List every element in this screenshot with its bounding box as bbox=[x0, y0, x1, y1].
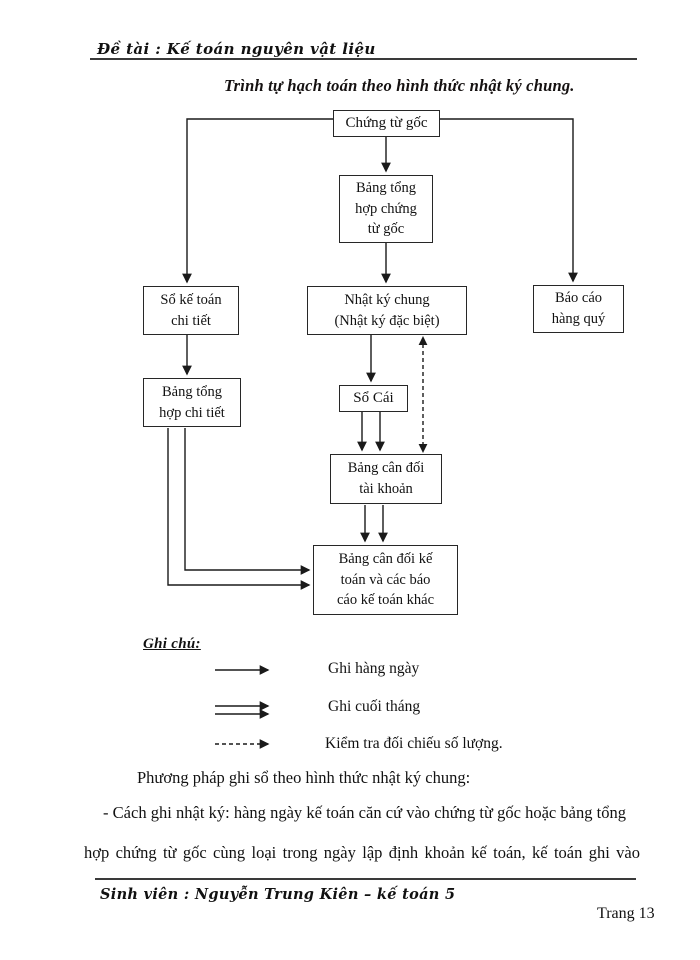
box-so-ke-toan-chi-tiet: Sổ kế toán chi tiết bbox=[143, 286, 239, 335]
paragraph-line-1: Phương pháp ghi sổ theo hình thức nhật k… bbox=[137, 768, 471, 787]
box-so-cai: Sổ Cái bbox=[339, 385, 408, 412]
footer-rule bbox=[95, 878, 636, 880]
arrow-detail-summary-to-statements-2 bbox=[167, 428, 311, 590]
box-nhat-ky-chung: Nhật ký chung (Nhật ký đặc biệt) bbox=[307, 286, 467, 335]
footer-page-number: Trang 13 bbox=[597, 905, 655, 922]
box-bang-tong-hop-chi-tiet: Bảng tổng hợp chi tiết bbox=[143, 378, 241, 427]
box-bang-can-doi-tai-khoan: Bảng cân đối tài khoản bbox=[330, 454, 442, 504]
footer-student: Sinh viên : Nguyễn Trung Kiên – kế toán … bbox=[100, 886, 456, 903]
paragraph-line-2: - Cách ghi nhật ký: hàng ngày kế toán că… bbox=[103, 803, 626, 822]
paragraph-line-3: hợp chứng từ gốc cùng loại trong ngày lậ… bbox=[84, 843, 640, 862]
arrow-source-to-quarterly-report bbox=[440, 118, 578, 283]
doc-header-title: Đề tài : Kế toán nguyên vật liệu bbox=[97, 40, 376, 58]
box-bao-cao-hang-quy: Báo cáo hàng quý bbox=[533, 285, 624, 333]
header-rule bbox=[90, 58, 637, 60]
dashed-check-arrowhead-up bbox=[418, 336, 428, 345]
legend-heading: Ghi chú: bbox=[143, 636, 201, 652]
box-chung-tu-goc: Chứng từ gốc bbox=[333, 110, 440, 137]
legend-label-daily: Ghi hàng ngày bbox=[328, 660, 420, 677]
box-bang-can-doi-ke-toan: Bảng cân đối kế toán và các báo cáo kế t… bbox=[313, 545, 458, 615]
arrow-detail-summary-to-statements-1 bbox=[184, 428, 311, 575]
box-bang-tong-hop-chung-tu: Bảng tổng hợp chứng từ gốc bbox=[339, 175, 433, 243]
dashed-check-arrowhead-down bbox=[418, 444, 428, 453]
page-title: Trình tự hạch toán theo hình thức nhật k… bbox=[224, 76, 575, 95]
legend-label-monthly: Ghi cuối tháng bbox=[328, 698, 421, 715]
arrow-source-to-detail-ledger bbox=[182, 118, 333, 284]
legend-label-check: Kiểm tra đối chiếu số lượng. bbox=[325, 735, 503, 752]
